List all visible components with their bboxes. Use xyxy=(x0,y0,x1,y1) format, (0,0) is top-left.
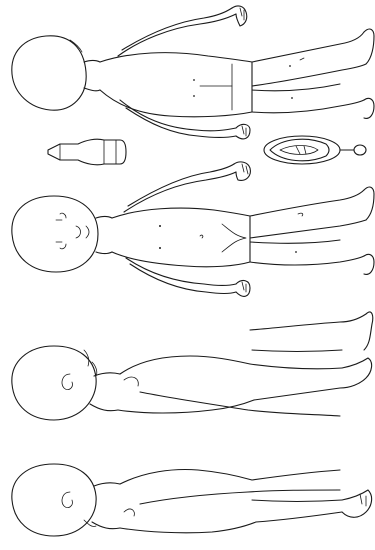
right-side-view-foot xyxy=(342,490,372,517)
left-side-view-foot-top xyxy=(364,312,373,350)
diaper-detail xyxy=(48,139,126,165)
right-side-view-ear xyxy=(62,492,72,508)
right-side-view-figure xyxy=(12,464,372,536)
front-view-groin xyxy=(222,224,246,252)
front-view-figure xyxy=(12,162,374,296)
front-view-foot-bottom xyxy=(364,254,374,274)
front-view-eye-bottom xyxy=(60,244,66,249)
front-view-hand-bottom xyxy=(236,281,250,297)
front-view-torso xyxy=(112,208,250,267)
left-side-view-head xyxy=(12,346,96,420)
back-view-foot-bottom xyxy=(364,98,374,118)
left-side-view-torso xyxy=(120,356,250,374)
back-view-hand-top xyxy=(232,6,247,26)
left-side-view-figure xyxy=(12,312,373,420)
left-side-view-foot-bottom xyxy=(340,358,372,388)
back-view-torso xyxy=(100,53,252,117)
left-side-view-ear xyxy=(62,374,72,390)
right-side-view-head xyxy=(12,464,96,536)
front-view-mouth xyxy=(86,226,89,238)
back-view-foot-top xyxy=(364,29,374,64)
front-view-foot-top xyxy=(364,187,374,220)
front-view-nose xyxy=(76,226,81,238)
back-view-figure xyxy=(12,6,374,139)
back-view-head xyxy=(12,36,86,110)
genital-detail xyxy=(264,136,366,164)
front-view-eye-top xyxy=(60,213,66,218)
front-view-head xyxy=(12,196,98,272)
right-side-view-torso xyxy=(120,470,252,484)
